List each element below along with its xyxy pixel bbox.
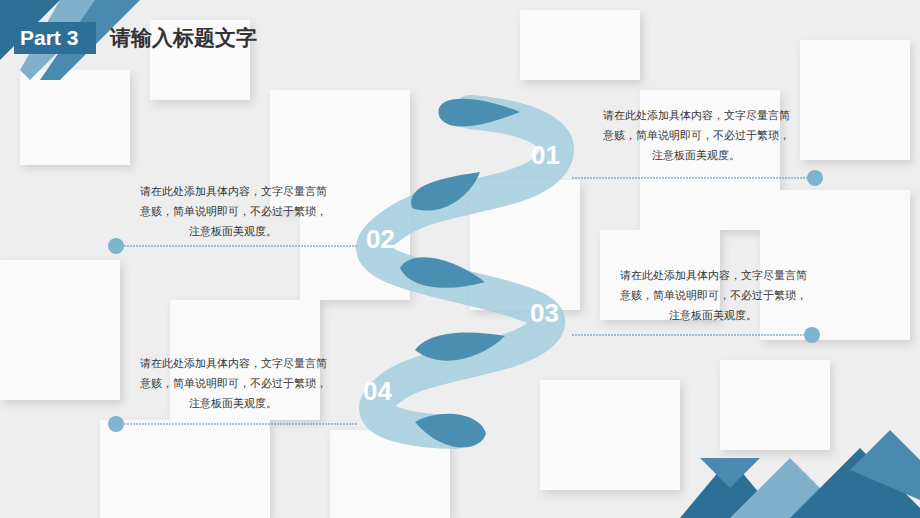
body-text: 请在此处添加具体内容，文字尽量言简 意赅，简单说明即可，不必过于繁琐， 注意板面… bbox=[597, 106, 795, 166]
callout-number: 04 bbox=[363, 376, 392, 407]
body-text: 请在此处添加具体内容，文字尽量言简 意赅，简单说明即可，不必过于繁琐， 注意板面… bbox=[614, 266, 812, 326]
body-text: 请在此处添加具体内容，文字尽量言简 意赅，简单说明即可，不必过于繁琐， 注意板面… bbox=[134, 182, 332, 242]
slide-title: 请输入标题文字 bbox=[110, 22, 257, 54]
part-label: Part 3 bbox=[20, 22, 78, 54]
callout-number: 02 bbox=[366, 224, 395, 255]
callout-number: 01 bbox=[531, 140, 560, 171]
body-text: 请在此处添加具体内容，文字尽量言简 意赅，简单说明即可，不必过于繁琐， 注意板面… bbox=[134, 354, 332, 414]
callout-number: 03 bbox=[530, 298, 559, 329]
